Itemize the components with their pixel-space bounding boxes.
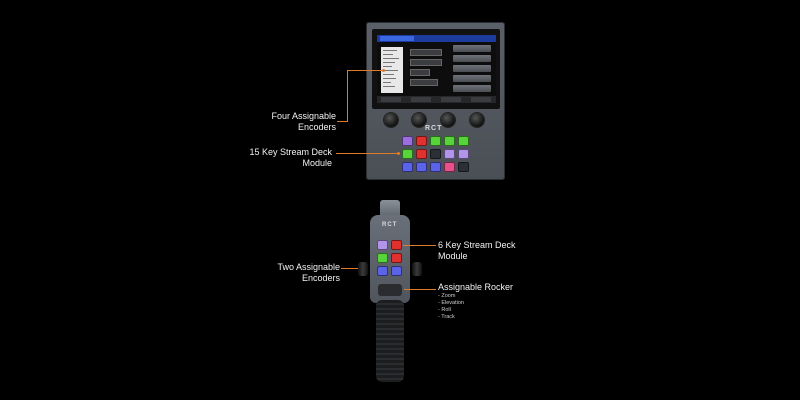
callout-15-key-deck: 15 Key Stream Deck Module xyxy=(240,147,332,169)
deck-key-5[interactable] xyxy=(458,136,469,146)
callout-four-encoders-line2: Encoders xyxy=(297,122,336,132)
deck-key-10[interactable] xyxy=(458,149,469,159)
deck-key-15[interactable] xyxy=(458,162,469,172)
deck-key-12[interactable] xyxy=(416,162,427,172)
handle-key-5[interactable] xyxy=(377,266,388,276)
screen-title-bar xyxy=(377,35,496,42)
rocker-item-elevation: - Elevation xyxy=(438,300,464,306)
deck-key-7[interactable] xyxy=(416,149,427,159)
encoder-knob-4[interactable] xyxy=(470,113,484,127)
leader-line-tick xyxy=(337,121,348,122)
handle-key-1[interactable] xyxy=(377,240,388,250)
deck-key-11[interactable] xyxy=(402,162,413,172)
callout-two-encoders-line1: Two Assignable xyxy=(277,262,340,272)
encoder-knob-2[interactable] xyxy=(412,113,426,127)
handle-encoder-left[interactable] xyxy=(358,262,368,276)
callout-15-key-deck-line2: Module xyxy=(302,158,332,168)
screen-button-1[interactable] xyxy=(453,45,491,52)
handle-grip[interactable] xyxy=(376,300,404,382)
deck-key-4[interactable] xyxy=(444,136,455,146)
leader-line-to-deck xyxy=(336,153,398,154)
brand-logo: RCT xyxy=(425,125,443,132)
deck-key-9[interactable] xyxy=(444,149,455,159)
rocker-item-zoom: - Zoom xyxy=(438,293,456,299)
screen-field-2[interactable] xyxy=(410,59,442,66)
leader-line-to-rocker xyxy=(404,289,436,290)
screen-button-5[interactable] xyxy=(453,85,491,92)
callout-6-key-deck-line1: 6 Key Stream Deck xyxy=(438,240,516,250)
handle-encoder-right[interactable] xyxy=(412,262,422,276)
leader-line-to-encoders xyxy=(347,70,383,71)
callout-6-key-deck-line2: Module xyxy=(438,251,468,261)
screen-field-1[interactable] xyxy=(410,49,442,56)
callout-four-encoders-line1: Four Assignable xyxy=(271,111,336,121)
screen-bottom-bar xyxy=(377,96,496,103)
handle-mount-cap xyxy=(380,200,400,218)
callout-6-key-deck: 6 Key Stream Deck Module xyxy=(438,240,538,262)
screen-list-panel[interactable] xyxy=(381,47,403,93)
callout-assignable-rocker: Assignable Rocker - Zoom - Elevation - R… xyxy=(438,282,538,321)
screen-field-3[interactable] xyxy=(410,69,430,76)
touch-screen[interactable] xyxy=(377,35,496,103)
leader-line-vertical xyxy=(347,70,348,122)
rocker-switch[interactable] xyxy=(378,284,402,296)
screen-button-2[interactable] xyxy=(453,55,491,62)
rocker-item-track: - Track xyxy=(438,314,455,320)
screen-button-3[interactable] xyxy=(453,65,491,72)
leader-line-to-handle-encoders xyxy=(341,268,358,269)
encoder-knob-3[interactable] xyxy=(441,113,455,127)
deck-key-1[interactable] xyxy=(402,136,413,146)
deck-key-2[interactable] xyxy=(416,136,427,146)
deck-key-8[interactable] xyxy=(430,149,441,159)
callout-15-key-deck-line1: 15 Key Stream Deck xyxy=(249,147,332,157)
leader-dot-deck xyxy=(397,152,400,155)
rocker-item-roll: - Roll xyxy=(438,307,451,313)
handle-key-4[interactable] xyxy=(391,253,402,263)
deck-key-14[interactable] xyxy=(444,162,455,172)
callout-two-encoders-line2: Encoders xyxy=(301,273,340,283)
callout-two-encoders: Two Assignable Encoders xyxy=(256,262,340,284)
handle-key-3[interactable] xyxy=(377,253,388,263)
deck-key-3[interactable] xyxy=(430,136,441,146)
encoder-knob-1[interactable] xyxy=(384,113,398,127)
handle-brand-logo: RCT xyxy=(382,222,398,228)
handle-key-2[interactable] xyxy=(391,240,402,250)
screen-button-4[interactable] xyxy=(453,75,491,82)
leader-line-to-handle-deck xyxy=(403,245,436,246)
deck-key-6[interactable] xyxy=(402,149,413,159)
callout-rocker-title: Assignable Rocker xyxy=(438,282,514,292)
screen-active-tab[interactable] xyxy=(380,36,414,41)
callout-four-encoders: Four Assignable Encoders xyxy=(252,111,336,133)
deck-key-13[interactable] xyxy=(430,162,441,172)
leader-dot-encoders xyxy=(382,69,385,72)
screen-field-4[interactable] xyxy=(410,79,438,86)
handle-key-6[interactable] xyxy=(391,266,402,276)
